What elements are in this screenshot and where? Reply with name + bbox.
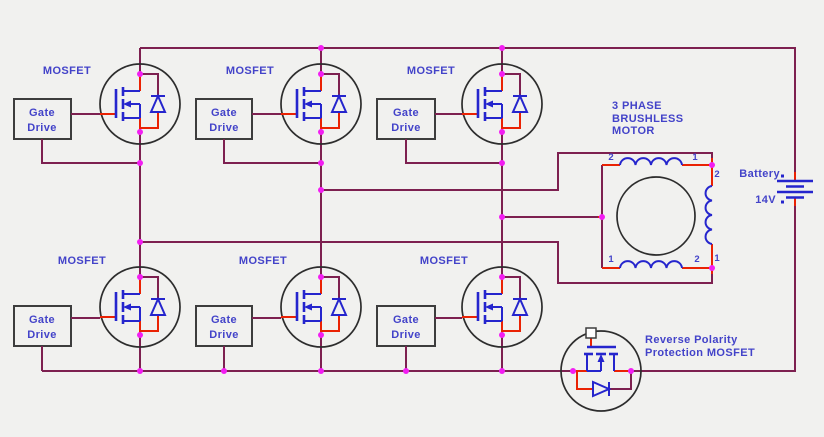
winding-bottom-coil [619,260,683,269]
terminal-label: 1 [714,253,720,264]
protection-mosfet: Reverse Polarity Protection MOSFET [559,327,755,413]
gate-drive-label-line2: Drive [27,122,57,134]
junction-dot [221,368,227,374]
mosfet-label: MOSFET [226,65,274,77]
gate-drive-label-line2: Drive [27,329,57,341]
phase-lines [140,152,713,284]
return-wire [41,139,140,164]
junction-dot [318,368,324,374]
gate-drive-label-line2: Drive [391,122,421,134]
mosfet-symbol-instance [460,265,544,349]
gate-drive-2: Gate Drive [195,98,321,164]
junction-dot [499,368,505,374]
ground-rail [42,206,796,372]
positive-rail-wire [140,47,796,172]
motor: 3 PHASE BRUSHLESS MOTOR 2 1 2 1 1 2 [598,100,720,274]
return-wire [223,139,321,164]
junction-dot [137,239,143,245]
junction-dot [499,160,505,166]
phase-line-a [321,152,713,191]
gate-drive-label-line1: Gate [29,107,55,119]
mosfet-2: MOSFET [226,62,363,146]
terminal-label: 2 [608,152,613,163]
gate-drive-label-line2: Drive [209,329,239,341]
mosfet-symbol-instance [279,62,363,146]
gate-drive-label-line1: Gate [29,314,55,326]
mosfet-6: MOSFET [420,255,544,349]
motor-title-line3: MOTOR [612,125,655,137]
mosfet-3: MOSFET [407,62,544,146]
winding-top-coil [619,157,683,166]
terminal-label: 1 [608,254,614,265]
battery: Battery 14V [739,168,813,206]
gate-drive-label-line2: Drive [209,122,239,134]
gate-drive-label-line1: Gate [211,314,237,326]
junction-dot [499,214,505,220]
motor-junction-dot [599,214,605,220]
junction-dot [318,160,324,166]
gate-drive-label-line2: Drive [391,329,421,341]
mosfet-label: MOSFET [58,255,106,267]
gate-drive-6: Gate Drive [376,305,462,371]
battery-label: Battery [739,168,780,180]
motor-title-line1: 3 PHASE [612,100,662,112]
mosfet-1: MOSFET [43,62,182,146]
mosfet-symbol-instance [460,62,544,146]
motor-junction-dot [709,265,715,271]
motor-junction-dot [709,162,715,168]
junction-dot [137,160,143,166]
battery-polarity-mark-top [781,174,784,178]
gate-drive-3: Gate Drive [376,98,502,164]
mosfet-5: MOSFET [239,255,363,349]
terminal-label: 2 [714,169,719,180]
terminal-label: 2 [694,254,699,265]
ground-rail-right-wire [630,206,796,372]
battery-voltage-label: 14V [755,194,776,206]
mosfet-label: MOSFET [420,255,468,267]
motor-title-line2: BRUSHLESS [612,113,683,125]
mosfet-label: MOSFET [239,255,287,267]
junction-dots [137,45,505,374]
protection-label-line2: Protection MOSFET [645,347,755,359]
gate-drive-label-line1: Gate [393,107,419,119]
mosfet-symbol-instance [559,329,643,413]
gate-drive-4: Gate Drive [13,305,100,371]
phase-line-c [140,241,713,284]
mosfet-label: MOSFET [43,65,91,77]
junction-dot [318,187,324,193]
junction-dot [499,45,505,51]
gate-terminal-square [585,327,597,339]
gate-drive-5: Gate Drive [195,305,281,371]
gate-drive-1: Gate Drive [13,98,140,164]
junction-dot [318,45,324,51]
gate-drive-label-line1: Gate [211,107,237,119]
rotor-circle [616,176,696,256]
winding-right-coil [704,185,713,245]
junction-dot [403,368,409,374]
mosfet-symbol-instance [98,62,182,146]
return-wire [405,139,502,164]
gate-drive-label-line1: Gate [393,314,419,326]
mosfet-symbol-instance [279,265,363,349]
terminal-label: 1 [692,152,698,163]
mosfet-symbol-instance [98,265,182,349]
protection-label-line1: Reverse Polarity [645,334,738,346]
top-rail [140,47,796,172]
battery-polarity-mark-bottom [781,200,784,204]
mosfet-label: MOSFET [407,65,455,77]
mosfet-4: MOSFET [58,255,182,349]
junction-dot [137,368,143,374]
